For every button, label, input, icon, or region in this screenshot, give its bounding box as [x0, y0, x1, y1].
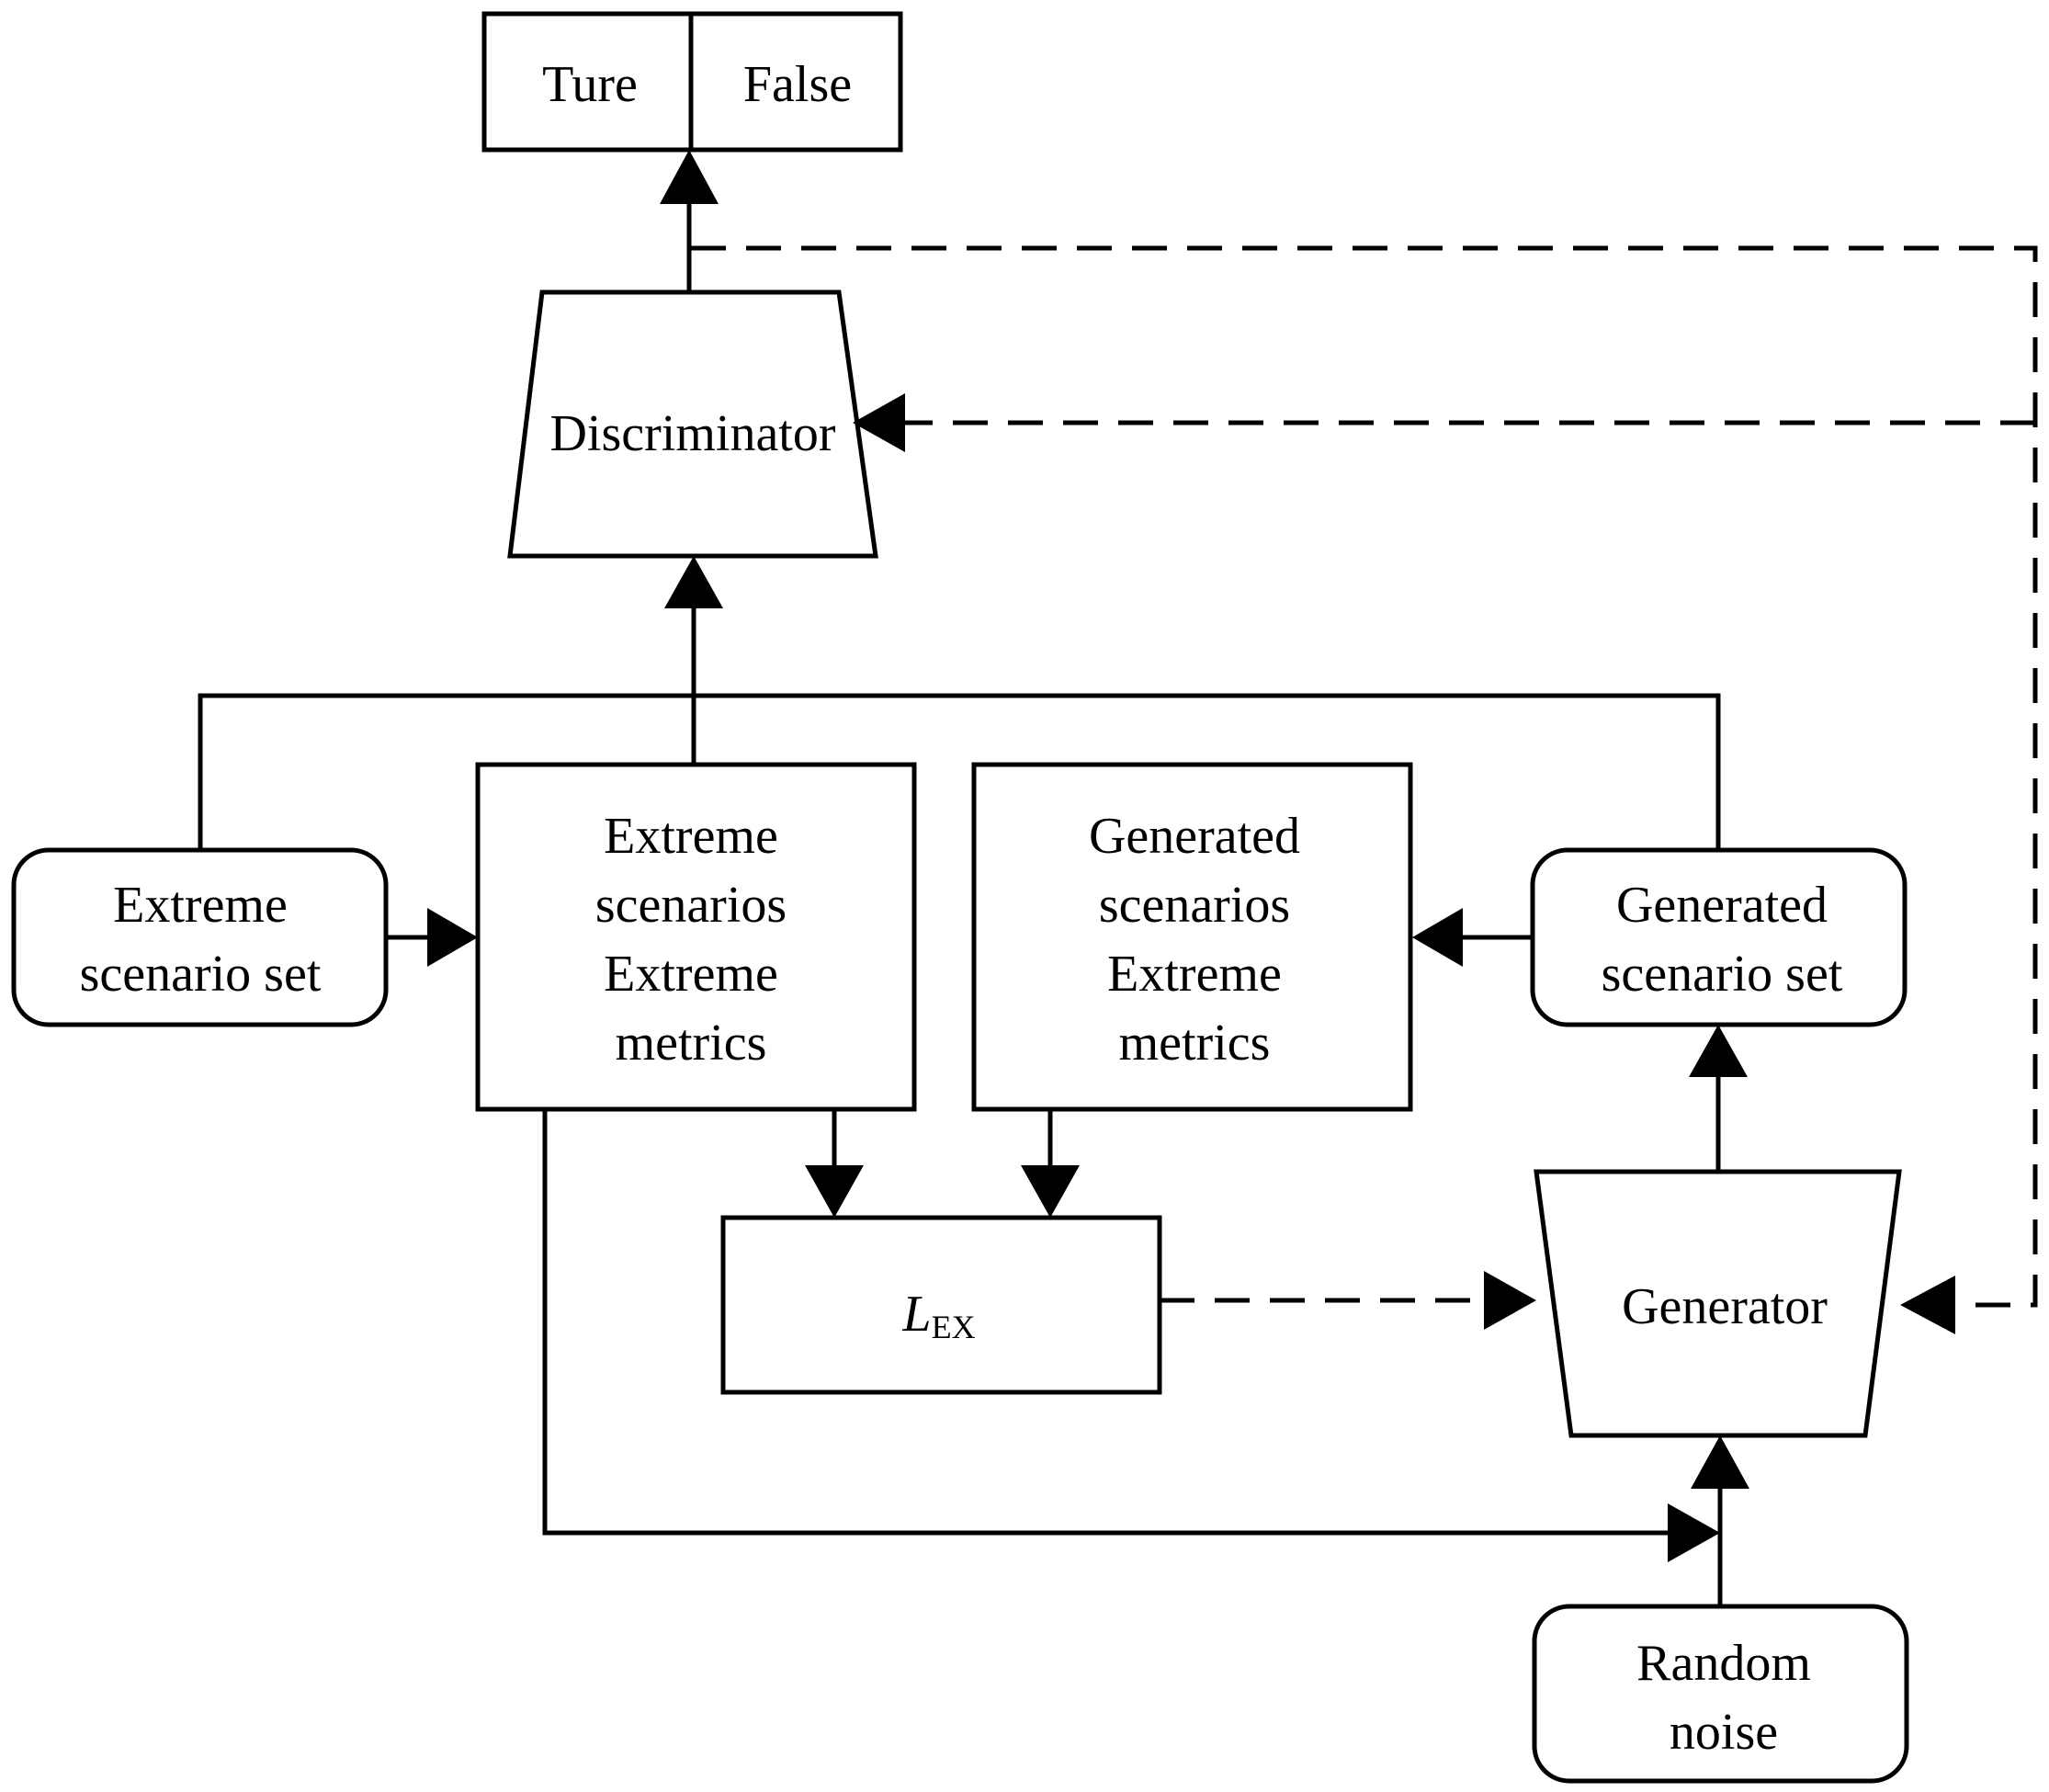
false-label: False	[743, 56, 852, 113]
output-box: Ture False	[481, 11, 903, 153]
disc-to-output-arrowhead	[660, 150, 719, 204]
noise-line2: noise	[1670, 1704, 1778, 1761]
loss-to-generator-arrowhead	[1484, 1271, 1536, 1330]
generated-metrics-line4: metrics	[1119, 1015, 1271, 1072]
extreme-metrics-line1: Extreme	[604, 808, 778, 865]
extreme-set-to-metrics-arrowhead	[427, 908, 478, 967]
extreme-metrics-line3: Extreme	[604, 946, 778, 1003]
generated-scenario-set-box: Generated scenario set	[1530, 847, 1907, 1027]
feedback-to-generator-dashed	[691, 245, 2038, 1308]
feedback-to-disc-arrowhead	[853, 393, 905, 452]
generated-metrics-line3: Extreme	[1107, 946, 1282, 1003]
extreme-metrics-line2: scenarios	[595, 877, 787, 934]
extreme-metrics-to-noise-arrowhead	[1668, 1503, 1720, 1562]
bus-to-disc-arrowhead	[664, 556, 723, 608]
loss-symbol: L	[901, 1286, 931, 1343]
loss-subscript: EX	[932, 1309, 976, 1345]
extreme-set-line2: scenario set	[80, 946, 322, 1003]
random-noise-box: Random noise	[1532, 1604, 1909, 1784]
generator-block: Generator	[1534, 1169, 1902, 1438]
generated-set-line2: scenario set	[1602, 946, 1843, 1003]
extreme-set-line1: Extreme	[113, 877, 288, 934]
generator-to-set-arrowhead	[1689, 1025, 1748, 1077]
extreme-metrics-line4: metrics	[616, 1015, 767, 1072]
extreme-scenario-set-box: Extreme scenario set	[11, 847, 389, 1027]
discriminator-block: Discriminator	[507, 289, 878, 559]
generated-metrics-to-loss-arrowhead	[1021, 1165, 1080, 1218]
generator-label: Generator	[1622, 1278, 1828, 1335]
top-bus-line	[198, 693, 1721, 850]
discriminator-label: Discriminator	[549, 405, 835, 462]
extreme-metrics-to-noise-line	[542, 1109, 1668, 1536]
generated-metrics-box: Generated scenarios Extreme metrics	[971, 762, 1413, 1112]
generated-metrics-line1: Generated	[1089, 808, 1300, 865]
generated-set-to-metrics-arrowhead	[1412, 908, 1463, 967]
extreme-metrics-box: Extreme scenarios Extreme metrics	[475, 762, 917, 1112]
loss-box: LEX	[720, 1215, 1162, 1395]
loss-label: LEX	[901, 1286, 975, 1345]
generated-metrics-line2: scenarios	[1099, 877, 1290, 934]
noise-line1: Random	[1636, 1635, 1811, 1692]
noise-to-generator-arrowhead	[1691, 1435, 1749, 1489]
extreme-metrics-to-loss-arrowhead	[805, 1165, 864, 1218]
generated-set-line1: Generated	[1616, 877, 1828, 934]
true-label: Ture	[542, 56, 638, 113]
feedback-to-generator-arrowhead	[1900, 1276, 1955, 1334]
